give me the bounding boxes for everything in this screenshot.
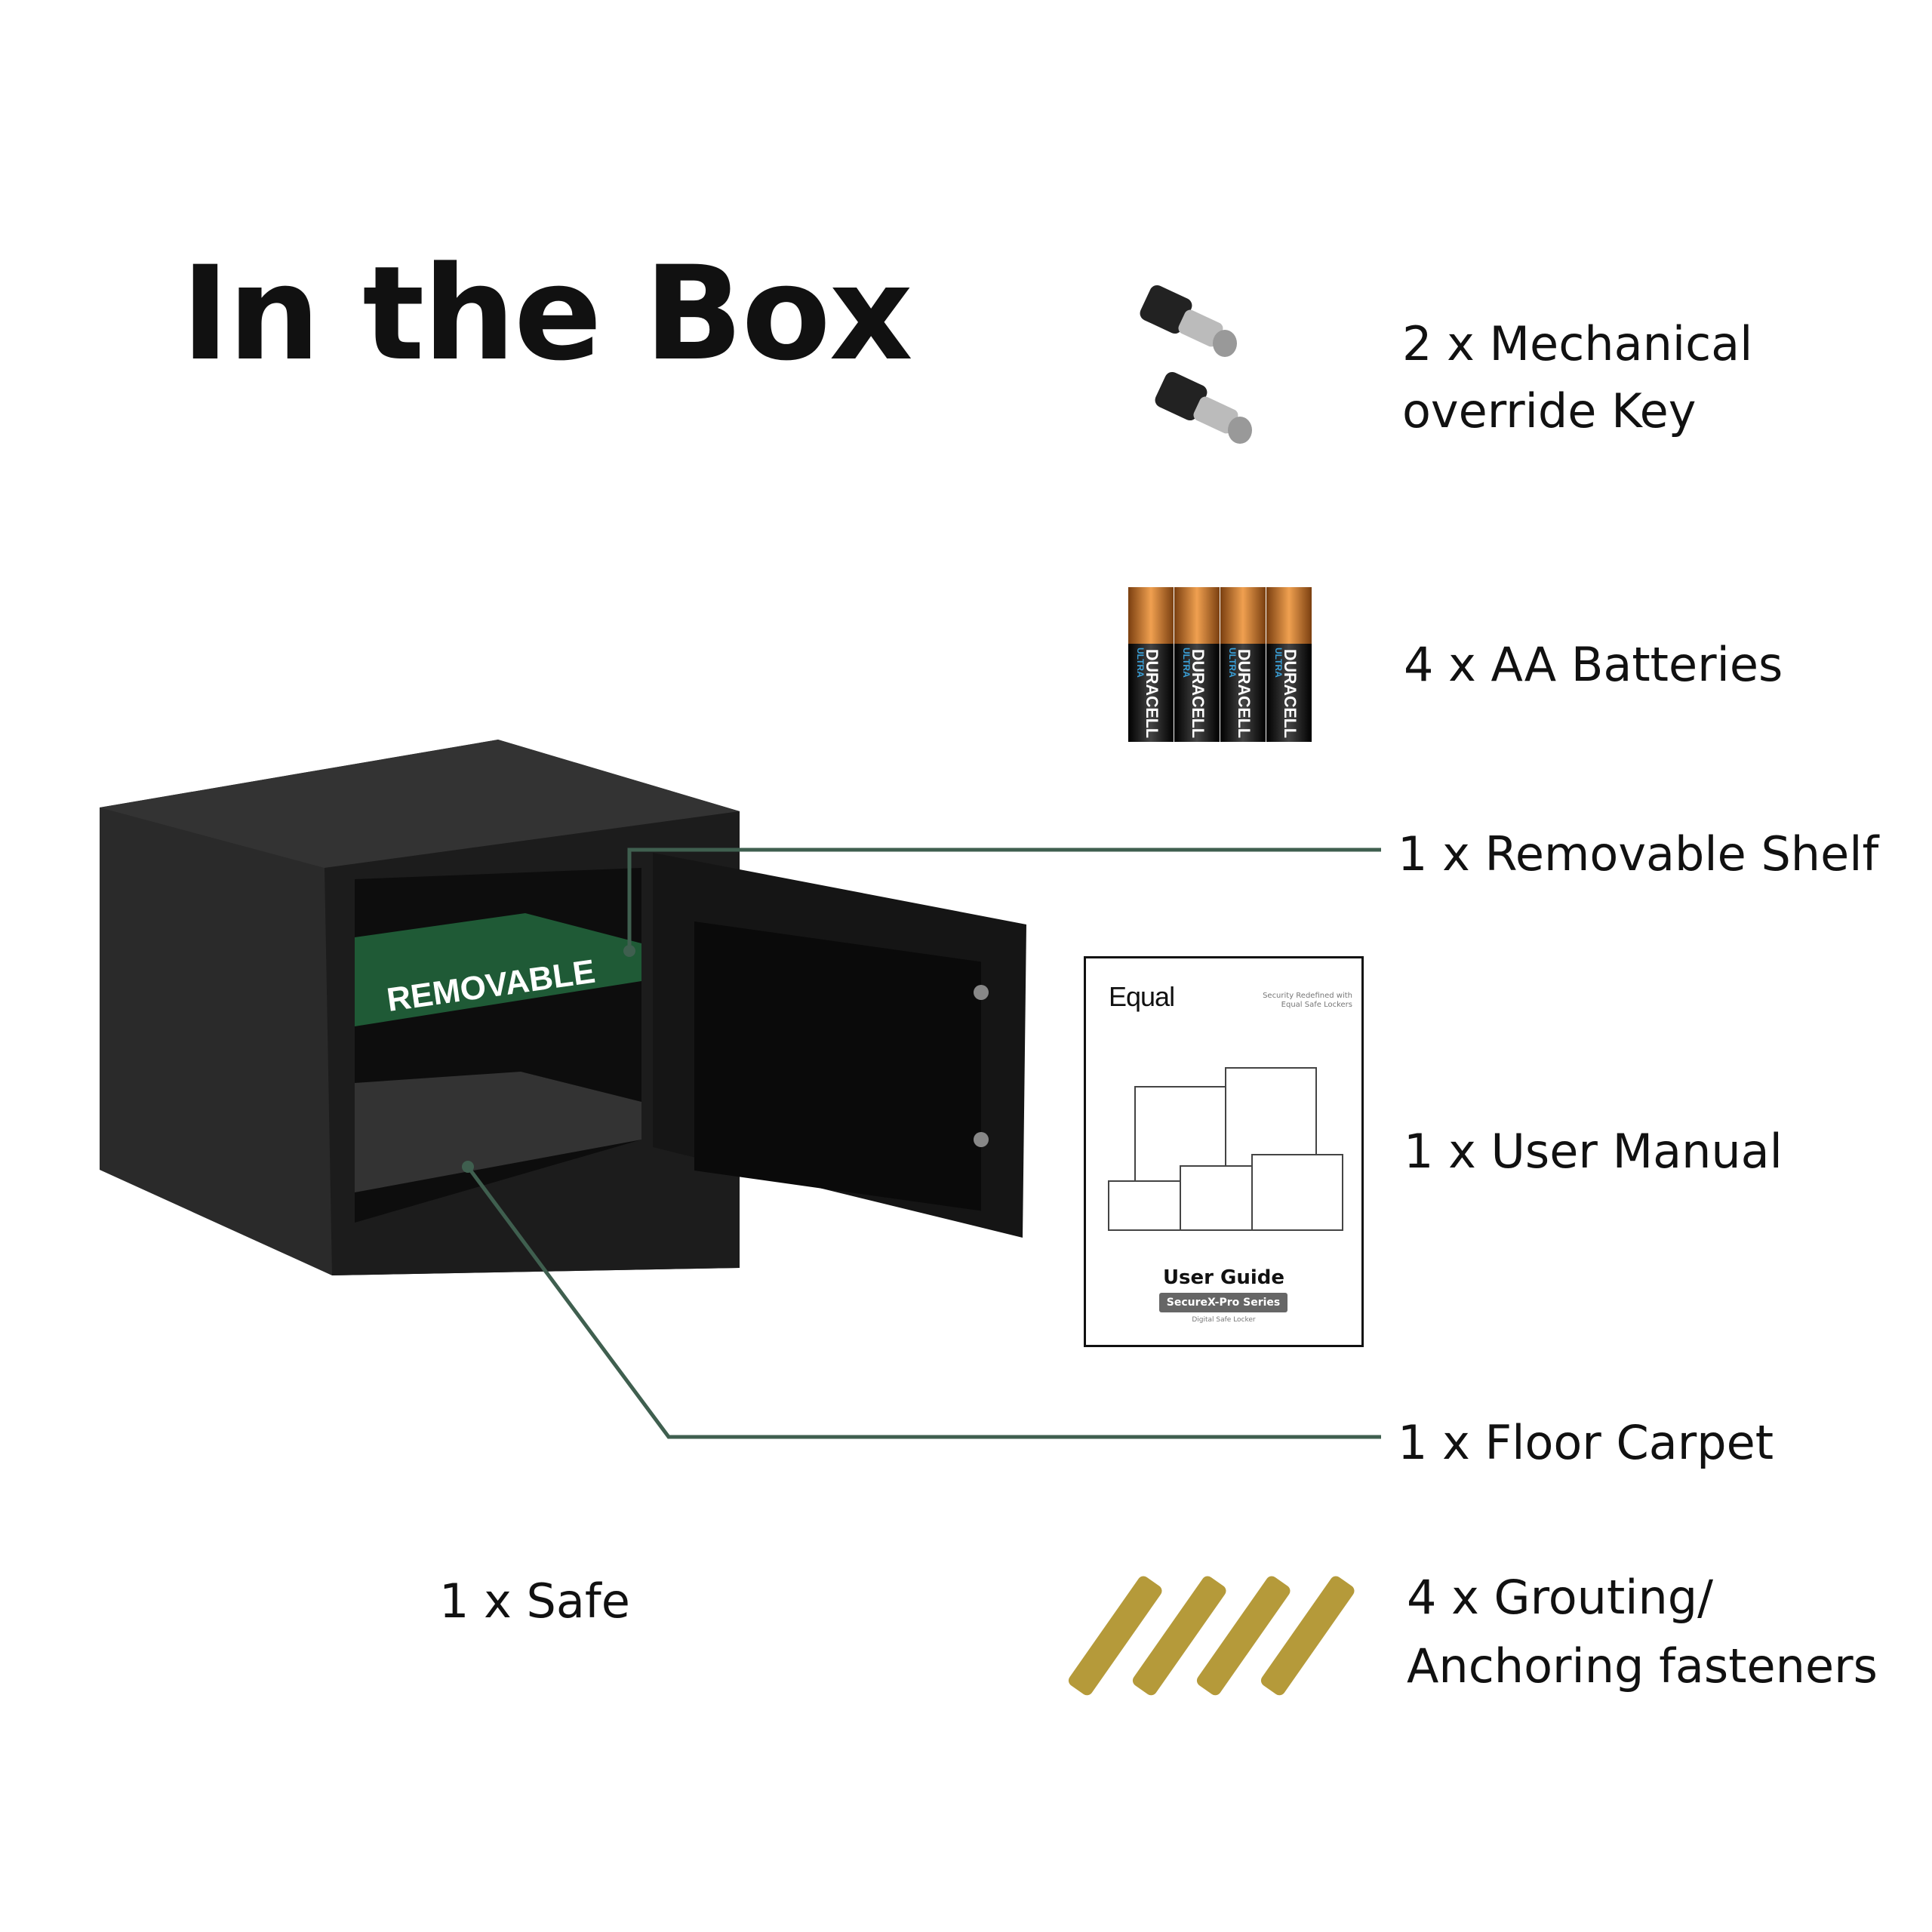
battery-sub-label: ULTRA [1227,648,1238,678]
manual-tagline-1: Security Redefined with [1263,992,1352,1000]
battery-icon: ULTRA DURACELL [1266,587,1312,742]
fasteners-label-line2: Anchoring fasteners [1407,1638,1878,1694]
removable-shelf [355,913,641,1026]
keys-label-line1: 2 x Mechanical [1402,316,1753,371]
battery-icon: ULTRA DURACELL [1174,587,1220,742]
safe-label: 1 x Safe [439,1574,630,1629]
battery-brand-label: DURACELL [1235,649,1254,738]
manual-series-badge: SecureX-Pro Series [1159,1293,1287,1312]
fastener-icon [1260,1576,1355,1696]
shelf-label: 1 x Removable Shelf [1398,826,1879,881]
fasteners-label-line1: 4 x Grouting/ [1407,1570,1714,1625]
manual-tagline-2: Equal Safe Lockers [1281,1001,1352,1009]
battery-sub-label: ULTRA [1135,648,1146,678]
key-icon [1155,371,1252,444]
manual-subtitle: Digital Safe Locker [1192,1316,1256,1324]
battery-brand-label: DURACELL [1143,649,1161,738]
safe-image: REMOVABLE [100,740,1026,1275]
keys-label-line2: override Key [1402,383,1697,438]
battery-icon: ULTRA DURACELL [1128,587,1174,742]
carpet-callout-line [466,1165,1381,1439]
key-icon [1140,285,1237,357]
fastener-icon [1132,1576,1226,1696]
fastener-icon [1196,1576,1291,1696]
manual-label: 1 x User Manual [1404,1124,1783,1179]
page-title: In the Box [181,238,913,389]
manual-safes-illustration [1108,1067,1343,1231]
manual-heading: User Guide [1162,1266,1285,1289]
battery-brand-label: DURACELL [1281,649,1300,738]
battery-brand-label: DURACELL [1189,649,1208,738]
carpet-label: 1 x Floor Carpet [1398,1415,1774,1470]
fastener-icon [1068,1576,1162,1696]
battery-icon: ULTRA DURACELL [1220,587,1266,742]
battery-sub-label: ULTRA [1181,648,1192,678]
keys-image [1140,285,1252,444]
batteries-image: ULTRA DURACELL ULTRA DURACELL ULTRA DURA… [1128,587,1312,742]
batteries-label: 4 x AA Batteries [1404,637,1783,692]
shelf-callout-line [627,848,1381,951]
floor-carpet [355,1072,641,1192]
manual-brand: Equal [1109,981,1175,1012]
battery-sub-label: ULTRA [1273,648,1284,678]
fasteners-image [1068,1576,1355,1696]
